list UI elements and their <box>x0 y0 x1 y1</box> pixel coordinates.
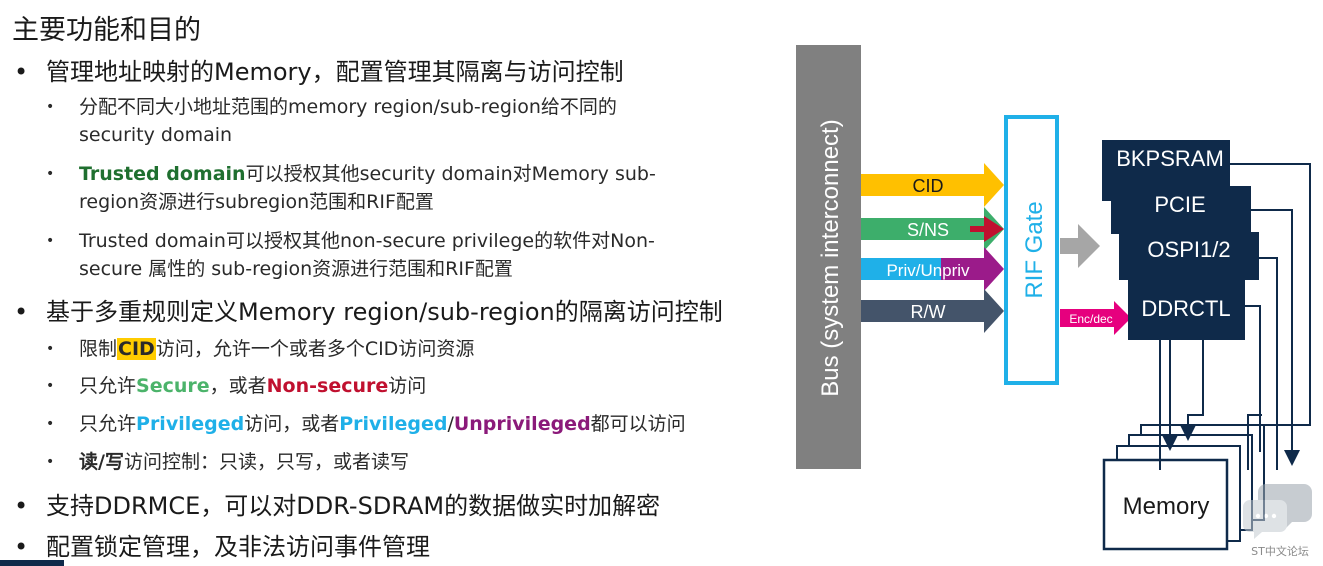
arrow-priv-label: Priv/Unpriv <box>886 261 970 280</box>
sub-bullet-privileged: •只允许Privileged访问，或者Privileged/Unprivileg… <box>46 413 686 435</box>
sub-bullet-allocate: •分配不同大小地址范围的memory region/sub-region给不同的… <box>46 96 617 146</box>
gate-output-arrow <box>1060 224 1100 268</box>
rif-gate <box>1004 115 1059 385</box>
page-title: 主要功能和目的 <box>12 15 201 46</box>
arrow-sns-label: S/NS <box>907 220 949 240</box>
bullet-lock-management: •配置锁定管理，及非法访问事件管理 <box>14 533 430 561</box>
box-pcie-label: PCIE <box>1154 192 1205 217</box>
bus-label: Bus (system interconnect) <box>817 119 844 396</box>
arrow-sns-red <box>970 216 1004 242</box>
arrow-rw-label: R/W <box>911 302 946 322</box>
arrow-cid: CID <box>861 163 1004 207</box>
sub-bullet-secure: •只允许Secure，或者Non-secure访问 <box>46 375 427 397</box>
box-ddrctl-label: DDRCTL <box>1141 296 1230 321</box>
bus-bar <box>796 45 861 469</box>
sub-bullet-trusted-domain: •Trusted domain可以授权其他security domain对Mem… <box>46 163 656 213</box>
bullet-multi-rule: •基于多重规则定义Memory region/sub-region的隔离访问控制 <box>14 298 723 326</box>
arrow-cid-label: CID <box>913 176 944 196</box>
sub-bullet-nonsecure: •Trusted domain可以授权其他non-secure privileg… <box>46 230 655 280</box>
box-ospi: OSPI1/2 <box>1119 232 1259 280</box>
box-pcie: PCIE <box>1111 186 1251 234</box>
rif-gate-label: RIF Gate <box>1021 201 1048 298</box>
arrow-enc-label: Enc/dec <box>1069 312 1112 326</box>
bullet-memory-mapping: •管理地址映射的Memory，配置管理其隔离与访问控制 <box>14 58 624 86</box>
bullet-ddrmce: •支持DDRMCE，可以对DDR-SDRAM的数据做实时加解密 <box>14 492 661 520</box>
footer-bar <box>0 560 64 566</box>
arrow-enc: Enc/dec <box>1060 301 1131 335</box>
memory-label: Memory <box>1123 493 1210 520</box>
box-bkpsram-label: BKPSRAM <box>1116 146 1224 171</box>
chat-icon <box>1243 484 1312 539</box>
arrow-priv: Priv/Unpriv <box>861 247 1004 291</box>
box-ospi-label: OSPI1/2 <box>1147 237 1230 262</box>
sub-bullet-readwrite: •读/写访问控制：只读，只写，或者读写 <box>46 451 409 473</box>
arrow-rw: R/W <box>861 289 1004 333</box>
box-ddrctl: DDRCTL <box>1128 278 1245 340</box>
sub-bullet-cid: •限制CID访问，允许一个或者多个CID访问资源 <box>46 338 475 360</box>
watermark: ST中文论坛 <box>1251 544 1309 558</box>
memory-box <box>1102 458 1229 551</box>
arrow-sns: S/NS <box>861 207 1004 251</box>
